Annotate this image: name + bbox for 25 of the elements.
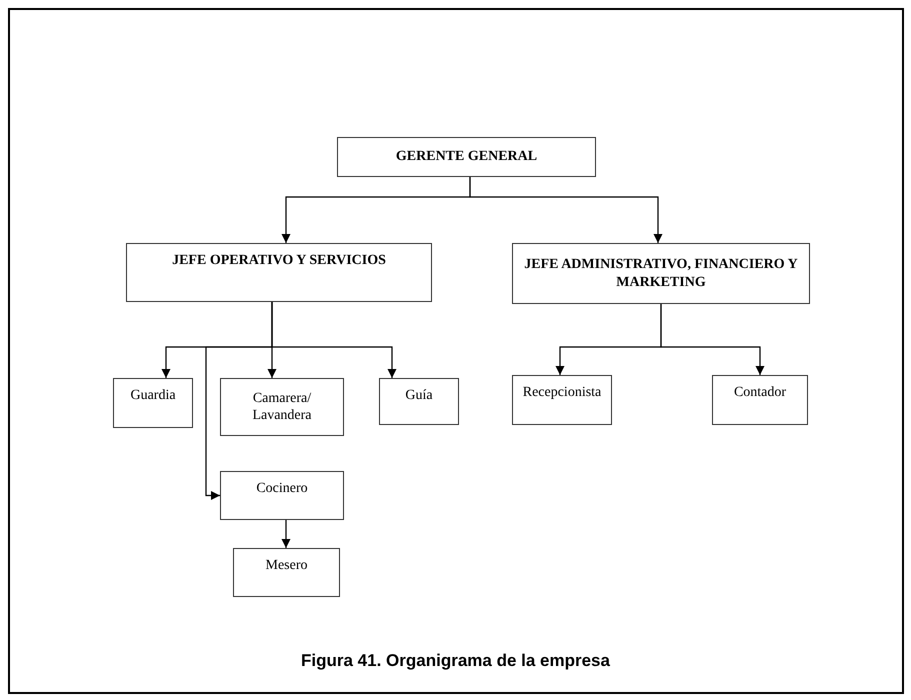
connector-arrow	[469, 177, 662, 243]
position-title: JEFE OPERATIVO Y SERVICIOS	[172, 252, 386, 270]
position-title: Contador	[734, 384, 786, 402]
position-title: GERENTE GENERAL	[396, 148, 538, 166]
position-box	[379, 378, 459, 425]
position-box	[337, 137, 596, 177]
position-title: Camarera/ Lavandera	[251, 390, 313, 424]
position-box	[712, 375, 808, 425]
position-box	[233, 548, 340, 597]
position-title: Guardia	[130, 387, 176, 404]
connector-arrow	[205, 302, 273, 500]
position-box	[512, 243, 810, 304]
position-title: Mesero	[266, 557, 308, 574]
position-box	[220, 378, 344, 436]
position-box	[220, 471, 344, 520]
connector-arrow	[660, 304, 764, 375]
position-box	[126, 243, 432, 302]
position-title: Guía	[405, 387, 433, 404]
position-title: Cocinero	[256, 480, 308, 498]
position-title: JEFE ADMINISTRATIVO, FINANCIERO Y MARKETING	[523, 256, 799, 291]
position-box	[113, 378, 193, 428]
figure-caption: Figura 41. Organigrama de la empresa	[300, 650, 611, 672]
position-title: Recepcionista	[522, 384, 602, 402]
position-box	[512, 375, 612, 425]
connector-arrow	[282, 520, 290, 548]
